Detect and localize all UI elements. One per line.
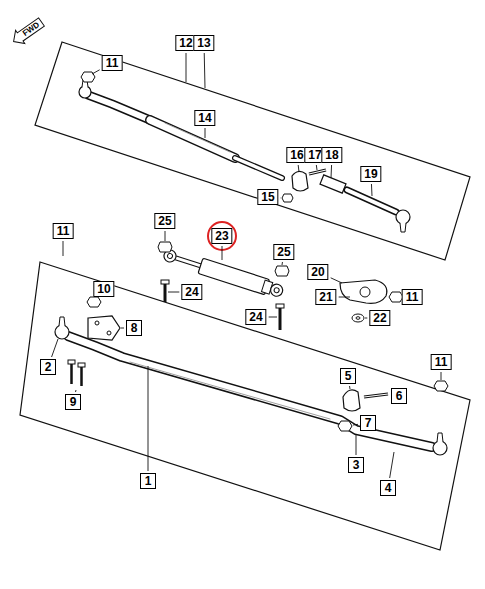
leader-line (371, 184, 373, 196)
panels (20, 42, 470, 550)
leader-line (52, 339, 58, 357)
leader-line (349, 386, 350, 389)
callout-number: 2 (40, 359, 56, 375)
leader-line (316, 165, 318, 170)
callout-number: 6 (391, 388, 407, 404)
callout-number: 4 (380, 480, 396, 496)
direction-label: FWD (21, 20, 41, 38)
callout-number: 20 (307, 264, 328, 280)
leader-line (186, 53, 187, 82)
callout-number: 11 (431, 354, 452, 370)
leader-line (282, 262, 283, 265)
callout-number: 25 (154, 213, 175, 229)
callout-number: 10 (93, 281, 114, 297)
leader-line (121, 328, 124, 329)
leader-line (92, 70, 100, 74)
leader-line (204, 53, 206, 88)
leader-line (222, 246, 223, 260)
callout-number: 5 (340, 368, 356, 384)
lower-panel (20, 262, 470, 550)
leader-line (63, 241, 64, 256)
leader-line (75, 390, 77, 392)
callout-number: 11 (402, 289, 423, 305)
callout-number: 13 (193, 35, 214, 51)
callout-number: 11 (102, 55, 123, 71)
leader-line (390, 452, 394, 478)
leader-line (269, 317, 277, 318)
leader-line (339, 297, 350, 298)
callout-number: 22 (369, 310, 390, 326)
tie-rod-upper (88, 95, 282, 178)
leader-line (148, 366, 149, 471)
callout-number: 9 (65, 394, 81, 410)
callout-number: 14 (194, 110, 215, 126)
callout-number: 1 (140, 473, 156, 489)
leader-line (365, 318, 367, 319)
steering-damper (162, 247, 285, 300)
upper-panel (35, 42, 470, 260)
leader-line (168, 292, 179, 293)
callout-number: 21 (315, 289, 336, 305)
callout-number: 24 (181, 284, 202, 300)
leader-line (331, 165, 333, 178)
callout-number: 24 (245, 309, 266, 325)
leader-line (353, 424, 358, 426)
callout-number: 18 (321, 147, 342, 163)
callout-number: 25 (273, 244, 294, 260)
leader-line (165, 231, 166, 241)
leader-line (331, 278, 342, 283)
callout-number: 23 (211, 228, 232, 244)
callout-number: 11 (53, 223, 74, 239)
callout-number: 7 (360, 415, 376, 431)
leader-line (441, 372, 442, 380)
callout-number: 19 (360, 166, 381, 182)
fwd-arrow (9, 15, 46, 48)
leader-line (298, 165, 300, 172)
callout-number: 3 (348, 457, 364, 473)
leader-line (356, 434, 357, 455)
leader-line (280, 197, 281, 198)
callout-number: 15 (257, 189, 278, 205)
leader-line (205, 128, 206, 138)
callout-number: 8 (126, 320, 142, 336)
highlight-circle (208, 222, 236, 250)
